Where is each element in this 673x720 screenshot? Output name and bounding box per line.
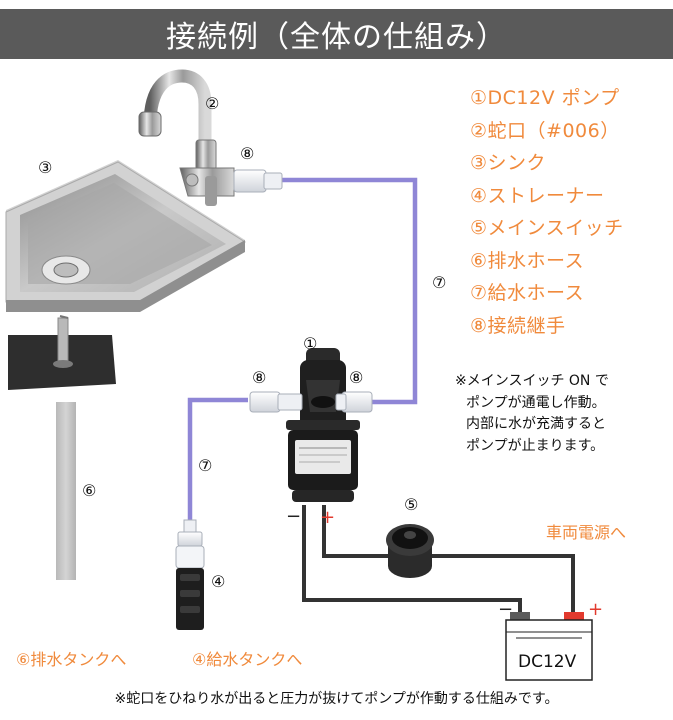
strainer-image — [175, 519, 205, 630]
supply-hose-outlet — [282, 177, 418, 405]
supply-tank-label: ④給水タンクへ — [192, 650, 303, 669]
note-line: 内部に水が充満すると — [466, 416, 606, 432]
battery-image — [505, 612, 593, 681]
legend-item-faucet: ②蛇口（#006） — [470, 119, 620, 142]
battery-label: DC12V — [518, 652, 577, 672]
note-line: ポンプが止まります。 — [466, 437, 605, 454]
drain-hose-image — [56, 402, 76, 580]
page-title: 接続例（全体の仕組み） — [0, 9, 673, 59]
marker-pump: ① — [303, 334, 318, 353]
pump-image — [249, 348, 373, 502]
power-wiring — [302, 505, 575, 614]
main-switch-image — [386, 524, 434, 578]
marker-supply-hose-inlet: ⑦ — [198, 456, 213, 475]
marker-main-switch: ⑤ — [404, 495, 419, 514]
legend-item-main-switch: ⑤メインスイッチ — [470, 217, 624, 239]
marker-fitting-faucet: ⑧ — [240, 144, 255, 163]
footnote: ※蛇口をひねり水が出ると圧力が抜けてポンプが作動する仕組みです。 — [114, 691, 559, 707]
marker-faucet: ② — [205, 94, 220, 113]
marker-sink: ③ — [38, 158, 53, 177]
note-line: ※メインスイッチ ON で — [455, 373, 609, 389]
under-sink-image — [6, 315, 118, 392]
sink-image — [5, 160, 246, 312]
note-line: ポンプが通電し作動。 — [466, 394, 606, 411]
battery-minus-mark: − — [498, 599, 514, 620]
pump-plus-mark: + — [320, 507, 336, 528]
legend-item-pump: ①DC12V ポンプ — [470, 87, 620, 109]
legend-item-drain-hose: ⑥排水ホース — [470, 249, 585, 272]
pump-minus-mark: − — [286, 506, 302, 527]
component-legend: ①DC12V ポンプ ②蛇口（#006） ③シンク ④ストレーナー ⑤メインスイ… — [470, 82, 624, 342]
marker-fitting-pump-out: ⑧ — [349, 368, 364, 387]
legend-item-fitting: ⑧接続継手 — [470, 314, 566, 337]
faucet-fitting — [233, 169, 283, 193]
marker-supply-hose-outlet: ⑦ — [432, 273, 447, 292]
battery-plus-mark: + — [588, 599, 604, 620]
operation-note: ※メインスイッチ ON で ポンプが通電し作動。 内部に水が充満すると ポンプが… — [455, 371, 665, 457]
legend-item-supply-hose: ⑦給水ホース — [470, 282, 585, 304]
faucet-image — [138, 69, 235, 206]
vehicle-power-label: 車両電源へ — [546, 523, 627, 542]
marker-fitting-pump-in: ⑧ — [252, 368, 267, 387]
supply-hose-inlet — [187, 397, 248, 522]
marker-drain-hose: ⑥ — [82, 481, 97, 500]
legend-item-strainer: ④ストレーナー — [470, 184, 605, 207]
marker-strainer: ④ — [211, 572, 226, 591]
legend-item-sink: ③シンク — [470, 152, 547, 174]
drain-tank-label: ⑥排水タンクへ — [16, 650, 127, 669]
